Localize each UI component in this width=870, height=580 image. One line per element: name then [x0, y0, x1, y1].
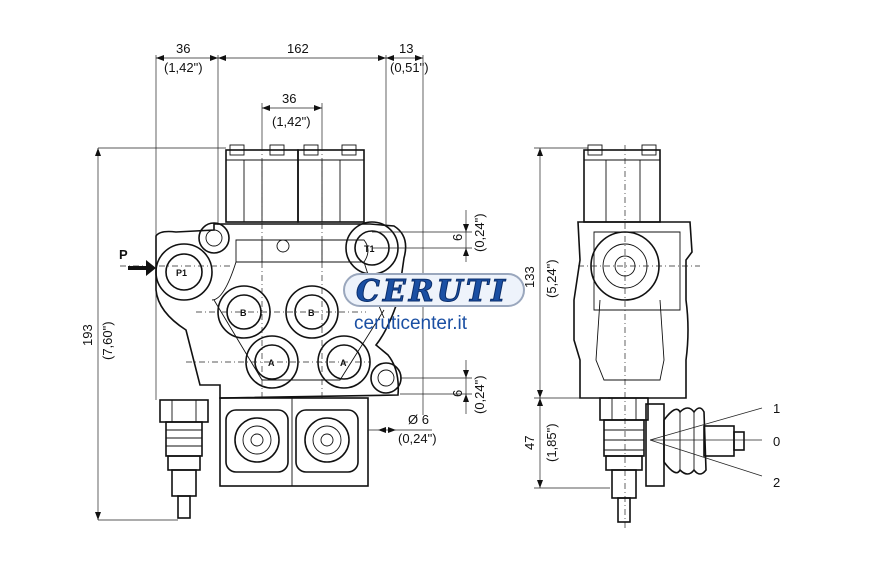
- lever-position-2: 2: [773, 475, 780, 490]
- dim-hole-inch: (0,24"): [398, 431, 437, 446]
- lever-position-1: 1: [773, 401, 780, 416]
- pressure-arrow-icon: [128, 260, 156, 276]
- dim-inner-value: 36: [282, 91, 296, 106]
- port-a1-label: A: [268, 358, 275, 368]
- dim-side-lever-inch: (1,85"): [544, 423, 559, 462]
- front-dimensions: 36 (1,42") 162 13 (0,51") 36 (1,42") 193…: [80, 41, 487, 521]
- port-p-label: P: [119, 247, 128, 262]
- dim-top-left-inch: (1,42"): [164, 60, 203, 75]
- dim-top-right-inch: (0,51"): [390, 60, 429, 75]
- dim-side-height-value: 133: [522, 266, 537, 288]
- dim-top-mid-value: 162: [287, 41, 309, 56]
- watermark: CERUTI ceruticenter.it: [343, 273, 525, 334]
- port-a2-label: A: [340, 358, 347, 368]
- port-p1-label: P1: [176, 268, 187, 278]
- lever-position-0: 0: [773, 434, 780, 449]
- dim-hole-value: Ø 6: [408, 412, 429, 427]
- side-dimensions: 133 (5,24") 47 (1,85"): [522, 147, 610, 489]
- watermark-url: ceruticenter.it: [354, 313, 468, 334]
- dim-top-left-value: 36: [176, 41, 190, 56]
- side-view: 1 0 2: [573, 144, 780, 530]
- dim-height-inch: (7,60"): [100, 321, 115, 360]
- dim-inner-inch: (1,42"): [272, 114, 311, 129]
- dim-side-upper-inch: (0,24"): [472, 213, 487, 252]
- dim-side-upper-value: 6: [450, 234, 465, 241]
- dim-side-lower-inch: (0,24"): [472, 375, 487, 414]
- dim-side-lever-value: 47: [522, 436, 537, 450]
- port-t1-label: T1: [364, 244, 375, 254]
- watermark-brand: CERUTI: [356, 274, 508, 309]
- port-b2-label: B: [308, 308, 315, 318]
- front-view: P1 T1 B B A A P: [119, 55, 424, 519]
- dim-height-value: 193: [80, 324, 95, 346]
- dim-top-right-value: 13: [399, 41, 413, 56]
- dim-side-lower-value: 6: [450, 390, 465, 397]
- port-b1-label: B: [240, 308, 247, 318]
- dim-side-height-inch: (5,24"): [544, 259, 559, 298]
